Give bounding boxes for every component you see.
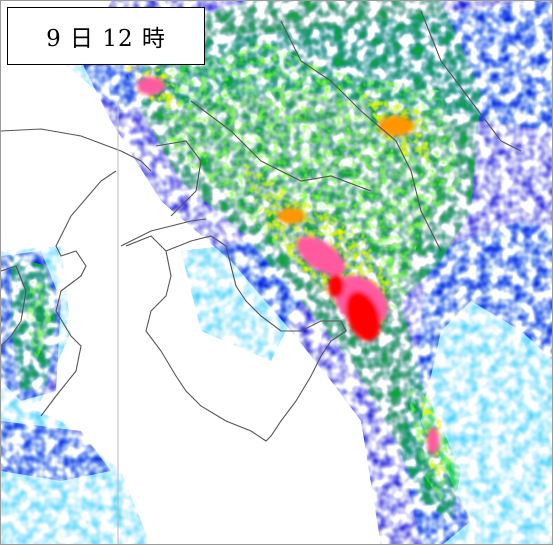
precip-heavy-cell (277, 208, 305, 224)
precip-heavy-cell (378, 116, 414, 136)
prefecture-border (280, 20, 442, 252)
coastline (1, 265, 27, 347)
coastline-layer (1, 10, 522, 442)
precip-heavy-cell (345, 290, 381, 342)
precip-heavy-cell (137, 77, 165, 95)
coastline (1, 128, 152, 172)
prefecture-border (190, 100, 372, 192)
precip-heavy-cell (427, 427, 439, 455)
precip-heavy-layer (137, 77, 439, 455)
coastline (120, 218, 207, 247)
island-outline (125, 235, 347, 442)
peninsula-outline (40, 170, 117, 417)
precip-heavy-cell (296, 236, 346, 276)
precip-light-green-area (26, 281, 51, 361)
precip-heavy-cell (328, 274, 344, 298)
precip-blue-area (1, 421, 111, 481)
prefecture-border (420, 10, 522, 152)
time-label: 9 日 12 時 (7, 7, 205, 65)
prefecture-border (155, 140, 202, 217)
